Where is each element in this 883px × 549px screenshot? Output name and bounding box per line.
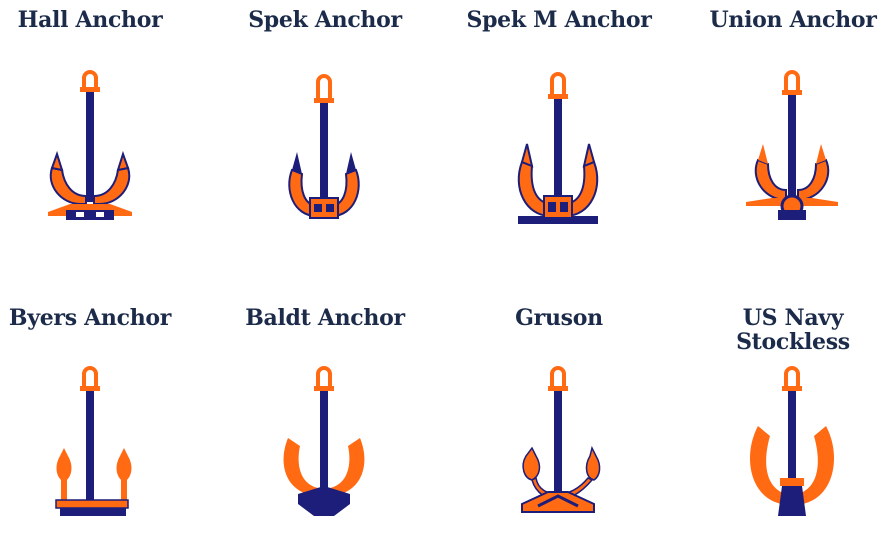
gruson-anchor-icon <box>521 366 601 513</box>
hall-anchor-icon <box>48 70 132 220</box>
anchor-card-spek: Spek Anchor <box>220 8 430 32</box>
anchor-card-spek-m: Spek M Anchor <box>454 8 664 32</box>
anchor-card-byers: Byers Anchor <box>0 306 195 330</box>
spek-anchor-icon <box>288 74 360 219</box>
anchor-card-gruson: Gruson <box>454 306 664 330</box>
anchor-title: Gruson <box>515 305 603 331</box>
anchor-title: Byers Anchor <box>8 305 172 331</box>
anchor-title: Union Anchor <box>709 7 877 33</box>
anchor-card-us-navy: US Navy Stockless <box>688 306 883 354</box>
anchor-card-baldt: Baldt Anchor <box>220 306 430 330</box>
anchor-title: Spek Anchor <box>248 7 402 33</box>
anchor-title: Hall Anchor <box>17 7 163 33</box>
byers-anchor-icon <box>55 366 132 516</box>
anchor-title: Baldt Anchor <box>245 305 405 331</box>
union-anchor-icon <box>746 70 838 220</box>
anchor-title: US Navy Stockless <box>736 305 850 355</box>
anchor-title: Spek M Anchor <box>466 7 652 33</box>
anchor-card-hall: Hall Anchor <box>0 8 195 32</box>
anchor-card-union: Union Anchor <box>688 8 883 32</box>
baldt-anchor-icon <box>283 366 365 516</box>
spek-m-anchor-icon <box>517 72 599 224</box>
us-navy-stockless-anchor-icon <box>750 366 834 516</box>
